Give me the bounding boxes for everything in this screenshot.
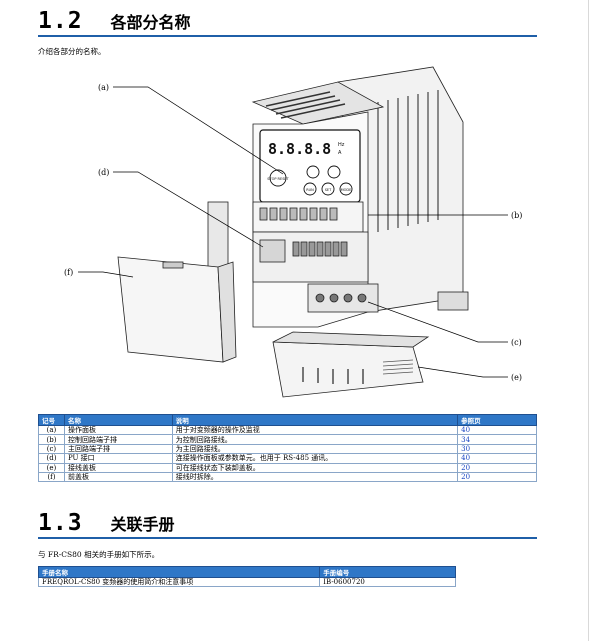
up-key: [327, 165, 341, 179]
callout-f: (f): [64, 268, 73, 277]
stop-reset-key: [269, 169, 287, 187]
table-row: (a) 操作面板 用于对变频器的操作及监视 40: [38, 424, 537, 436]
row-symbol: (d): [38, 453, 65, 464]
section-title: 关联手册: [110, 515, 175, 534]
row-page-link[interactable]: 40: [457, 453, 537, 464]
section-intro: 与 FR-CS80 相关的手册如下所示。: [38, 550, 160, 559]
section-heading-1-2: 1.2 各部分名称: [38, 8, 191, 34]
header-name: 名称: [63, 414, 173, 426]
table-row: (e) 接线盖板 可在接线状态下装卸盖板。 20: [38, 462, 537, 473]
callout-c: (c): [511, 338, 522, 347]
section-number: 1.3: [38, 510, 83, 536]
unit-hz: Hz: [338, 142, 345, 148]
header-manual-number: 手册编号: [319, 566, 456, 578]
set-key-label: SET: [325, 188, 332, 192]
header-description: 说明: [171, 414, 459, 426]
seven-segment-display: 8.8.8.8: [268, 140, 331, 158]
table-header-row: 记号 名称 说明 参照页: [38, 414, 537, 426]
table-row: FREQROL-CS80 变频器的使用简介和注意事项 IB-0600720: [37, 576, 456, 588]
manual-table: 手册名称 手册编号 FREQROL-CS80 变频器的使用简介和注意事项 IB-…: [37, 566, 456, 588]
row-name: PU 接口: [63, 453, 173, 464]
section-intro: 介绍各部分的名称。: [38, 47, 106, 56]
row-name: 主回路端子排: [63, 443, 173, 455]
row-description: 连接操作面板或参数单元。也用于 RS-485 通讯。: [171, 453, 459, 464]
manual-name: FREQROL-CS80 变频器的使用简介和注意事项: [37, 576, 321, 588]
inverter-illustration: 8.8.8.8 Hz A STOP RESET RUN SET MODE (a)…: [64, 66, 522, 398]
header-symbol: 记号: [38, 414, 65, 426]
header-page: 参照页: [457, 414, 537, 426]
row-name: 操作面板: [63, 424, 173, 436]
row-description: 可在接线状态下装卸盖板。: [171, 462, 459, 473]
callout-e: (e): [511, 373, 522, 382]
table-row: (c) 主回路端子排 为主回路接线。 30: [38, 443, 537, 455]
row-description: 接线时拆除。: [171, 471, 459, 483]
row-symbol: (c): [38, 443, 65, 455]
header-manual-name: 手册名称: [37, 566, 321, 578]
row-symbol: (e): [38, 462, 65, 473]
set-key: [321, 182, 335, 196]
row-page-link[interactable]: 34: [457, 434, 537, 445]
table-row: (d) PU 接口 连接操作面板或参数单元。也用于 RS-485 通讯。 40: [38, 453, 537, 464]
run-key: [303, 182, 317, 196]
section-rule: [38, 35, 537, 37]
callout-a: (a): [98, 83, 109, 92]
parts-table: 记号 名称 说明 参照页 (a) 操作面板 用于对变频器的操作及监视 40 (b…: [38, 414, 537, 483]
page-edge: [588, 0, 589, 641]
run-key-label: RUN: [306, 188, 314, 192]
unit-a: A: [338, 150, 342, 156]
mode-key-label: MODE: [341, 188, 352, 192]
callout-d: (d): [98, 168, 109, 177]
row-page-link[interactable]: 20: [457, 471, 537, 483]
row-description: 为主回路接线。: [171, 443, 459, 455]
row-description: 为控制回路接线。: [171, 434, 459, 445]
row-name: 控制回路端子排: [63, 434, 173, 445]
row-description: 用于对变频器的操作及监视: [171, 424, 459, 436]
row-symbol: (f): [38, 471, 65, 483]
section-heading-1-3: 1.3 关联手册: [38, 510, 175, 536]
down-key: [306, 165, 320, 179]
row-symbol: (b): [38, 434, 65, 445]
row-name: 前盖板: [63, 471, 173, 483]
row-page-link[interactable]: 30: [457, 443, 537, 455]
row-page-link[interactable]: 20: [457, 462, 537, 473]
manual-number: IB-0600720: [319, 576, 456, 588]
table-row: (b) 控制回路端子排 为控制回路接线。 34: [38, 434, 537, 445]
callout-b: (b): [511, 211, 522, 220]
section-title: 各部分名称: [110, 13, 191, 32]
row-page-link[interactable]: 40: [457, 424, 537, 436]
section-number: 1.2: [38, 8, 83, 34]
table-header-row: 手册名称 手册编号: [37, 566, 456, 578]
section-rule: [38, 537, 537, 539]
mode-key: [339, 182, 353, 196]
row-symbol: (a): [38, 424, 65, 436]
table-row: (f) 前盖板 接线时拆除。 20: [38, 471, 537, 483]
row-name: 接线盖板: [63, 462, 173, 473]
stop-reset-key-label: STOP RESET: [267, 177, 289, 181]
